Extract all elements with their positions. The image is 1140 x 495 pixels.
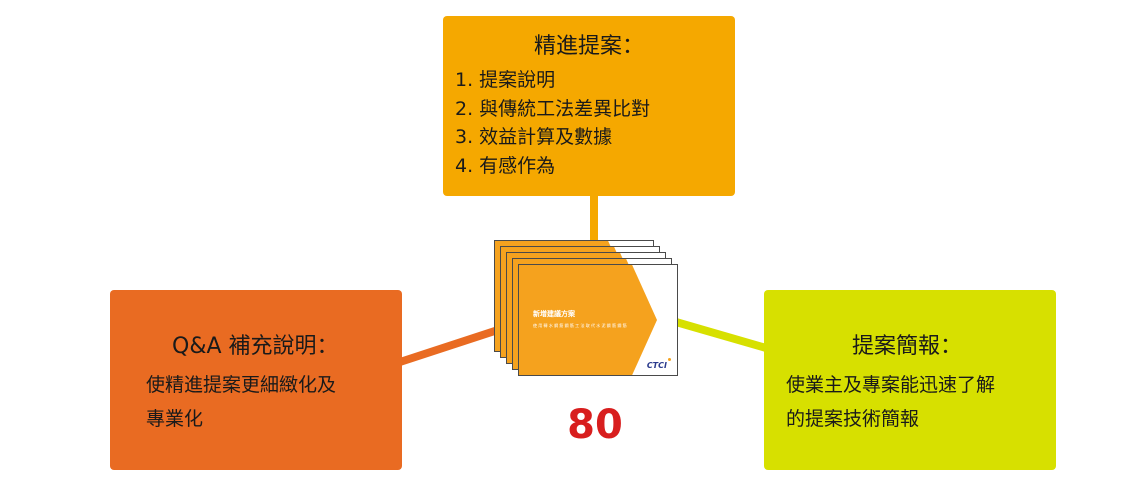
proposal-briefing-line-1: 使業主及專案能迅速了解 — [786, 374, 996, 396]
refined-proposal-title: 精進提案： — [533, 34, 644, 59]
proposal-briefing-title: 提案簡報： — [852, 334, 963, 359]
qa-box: Q&A 補充說明： 使精進提案更細緻化及 專業化 — [110, 290, 402, 470]
logo-dot-icon — [668, 358, 671, 361]
refined-proposal-item-4: 4. 有感作為 — [455, 154, 556, 177]
connector-left — [398, 322, 512, 366]
proposal-briefing-line-2: 的提案技術簡報 — [786, 408, 920, 430]
count-number: 80 — [567, 402, 623, 448]
qa-line-1: 使精進提案更細緻化及 — [146, 374, 337, 396]
refined-proposal-item-3: 3. 效益計算及數據 — [455, 126, 613, 148]
refined-proposal-box: 精進提案： 1. 提案說明 2. 與傳統工法差異比對 3. 效益計算及數據 4.… — [443, 16, 735, 196]
proposal-briefing-box: 提案簡報： 使業主及專案能迅速了解 的提案技術簡報 — [764, 290, 1056, 470]
slide-title: 新增建議方案 — [533, 310, 575, 318]
qa-title: Q&A 補充說明： — [172, 334, 339, 359]
qa-line-2: 專業化 — [146, 408, 204, 430]
connector-right — [674, 318, 768, 352]
slide-front: 新增建議方案 使 用 轉 水 鋼 筋 鋼 筋 工 法 取 代 水 泥 鋼 筋 鋼… — [518, 264, 678, 376]
ctci-logo: CTCI — [646, 361, 667, 370]
refined-proposal-item-2: 2. 與傳統工法差異比對 — [455, 97, 651, 120]
slide-stack: 新增建議方案 使 用 轉 水 鋼 筋 鋼 筋 工 法 取 代 水 泥 鋼 筋 鋼… — [494, 240, 684, 382]
slide-subtitle: 使 用 轉 水 鋼 筋 鋼 筋 工 法 取 代 水 泥 鋼 筋 鋼 筋 — [533, 323, 627, 328]
refined-proposal-item-1: 1. 提案說明 — [455, 69, 556, 91]
